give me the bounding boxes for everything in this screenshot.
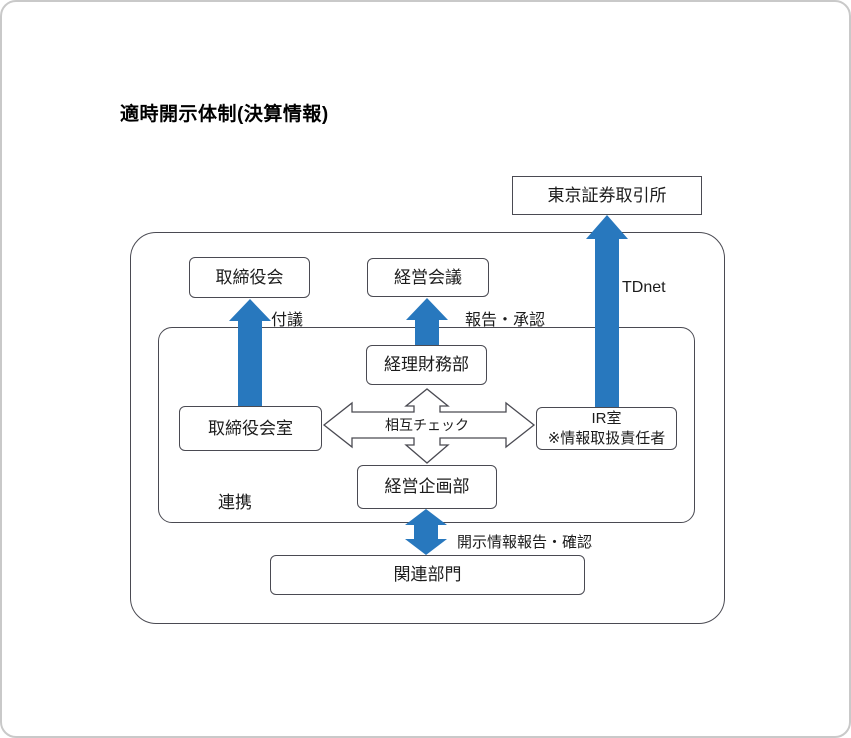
- label-submission: 付議: [271, 312, 304, 329]
- node-ir-office: IR室 ※情報取扱責任者: [536, 407, 677, 450]
- node-management-meeting: 経営会議: [367, 258, 489, 297]
- submission-arrow: [229, 299, 271, 406]
- node-accounting-finance-dept: 経理財務部: [366, 345, 487, 385]
- node-board-of-directors: 取締役会: [189, 257, 310, 298]
- node-board-office: 取締役会室: [179, 406, 322, 451]
- node-corporate-planning-dept: 経営企画部: [357, 465, 497, 509]
- company-outer-frame: [130, 232, 725, 624]
- label-cooperation: 連携: [218, 493, 252, 512]
- label-mutual-check: 相互チェック: [385, 417, 469, 433]
- node-related-departments: 関連部門: [270, 555, 585, 595]
- tdnet-arrow: [586, 215, 628, 407]
- disclosure-double-arrow: [405, 509, 447, 555]
- label-tdnet: TDnet: [622, 279, 666, 296]
- ir-office-line2: ※情報取扱責任者: [547, 429, 666, 447]
- page-title: 適時開示体制(決算情報): [120, 104, 329, 125]
- label-disclosure-report-confirm: 開示情報報告・確認: [457, 534, 593, 551]
- label-report-approval: 報告・承認: [465, 312, 546, 329]
- ir-office-line1: IR室: [591, 410, 622, 427]
- node-tokyo-stock-exchange: 東京証券取引所: [512, 176, 702, 215]
- report-approval-arrow: [406, 298, 448, 345]
- mutual-check-quad-arrow: [322, 388, 536, 464]
